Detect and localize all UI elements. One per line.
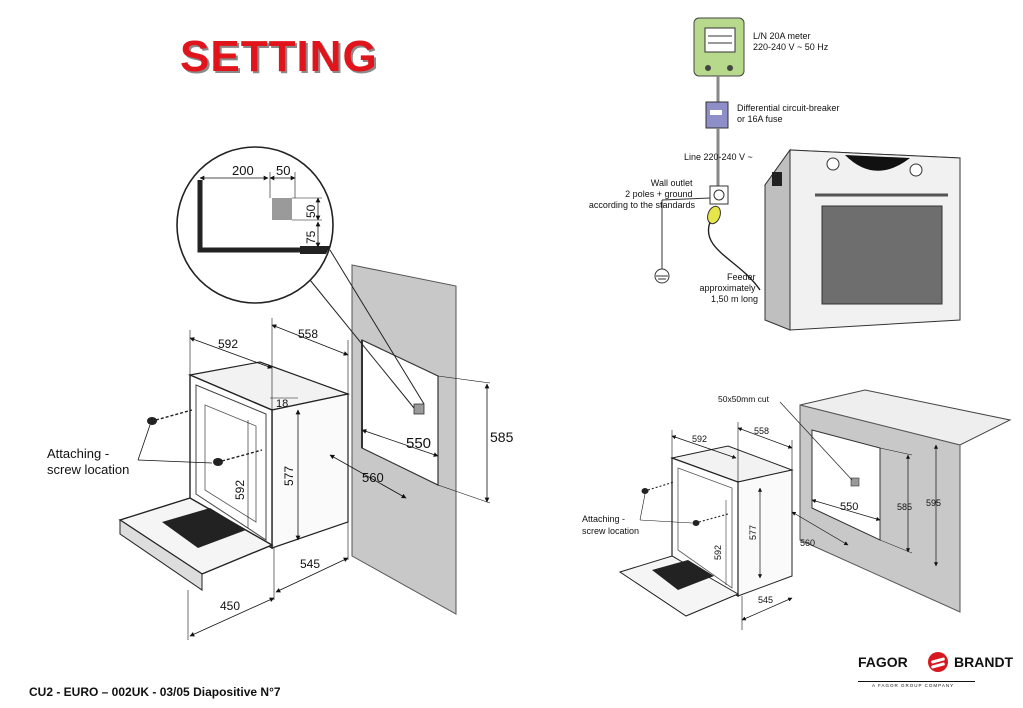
left-screw-top: [147, 409, 193, 425]
slide-title: SETTING: [180, 32, 378, 81]
brand-left: FAGOR: [858, 654, 908, 670]
line-voltage-label: Line 220-240 V ~: [684, 152, 753, 162]
outlet-label-line1: Wall outlet: [651, 178, 693, 188]
dim-75: 75: [304, 230, 318, 244]
left-dim-558: 558: [298, 327, 318, 341]
left-dim-18: 18: [276, 398, 288, 410]
right-screw-label-line1: Attaching -: [582, 514, 625, 524]
dim-50-vertical: 50: [304, 204, 318, 218]
left-dim-550: 550: [406, 435, 431, 452]
left-dim-592-height: 592: [233, 480, 247, 500]
left-dim-560: 560: [362, 470, 384, 485]
feeder-label-line2: approximately: [699, 283, 756, 293]
left-dim-592-width: 592: [218, 337, 238, 351]
outlet-label: Wall outlet 2 poles + ground according t…: [589, 178, 696, 210]
left-dim-577: 577: [282, 466, 296, 486]
right-dim-595: 595: [926, 498, 941, 508]
right-dim-558: 558: [754, 426, 769, 436]
left-screw-label-line1: Attaching -: [47, 446, 109, 461]
dim-200: 200: [232, 163, 254, 178]
breaker-label-line1: Differential circuit-breaker: [737, 103, 839, 113]
brand-right: BRANDT: [954, 654, 1014, 670]
left-cabinet-wall: [351, 264, 457, 615]
detail-zoom-circle: 200 50 50 75: [176, 146, 425, 409]
right-dim-592-height: 592: [713, 545, 723, 560]
left-dim-545: 545: [300, 557, 320, 571]
feeder-label: Feeder approximately 1,50 m long: [699, 272, 758, 304]
right-dim-592-width: 592: [692, 434, 707, 444]
right-dim-545: 545: [758, 595, 773, 605]
feeder-label-line3: 1,50 m long: [711, 294, 758, 304]
breaker-label-line2: or 16A fuse: [737, 114, 783, 124]
left-dim-450: 450: [220, 599, 240, 613]
brand-divider: [858, 681, 975, 682]
outlet-label-line2: 2 poles + ground: [625, 189, 692, 199]
left-screw-label: Attaching - screw location: [47, 446, 129, 477]
brand-mark-icon: [928, 652, 948, 672]
meter-label-line2: 220-240 V ~ 50 Hz: [753, 42, 829, 52]
left-dim-585: 585: [490, 429, 514, 445]
right-dim-560: 560: [800, 538, 815, 548]
electrical-diagram: L/N 20A meter 220-240 V ~ 50 Hz Differen…: [589, 17, 961, 331]
fagor-brandt-logo: FAGOR BRANDT A FAGOR GROUP COMPANY: [858, 652, 1013, 692]
left-oven: 592 558 18 577 592 545 450 550 560 585 A…: [47, 318, 514, 640]
slide-footer: CU2 - EURO – 002UK - 03/05 Diapositive N…: [29, 685, 281, 699]
left-cut-mark: [413, 403, 425, 415]
right-dim-585: 585: [897, 502, 912, 512]
right-dim-577: 577: [748, 525, 758, 540]
right-dim-550: 550: [840, 501, 858, 513]
feeder-label-line1: Feeder: [727, 272, 756, 282]
right-screw-label-line2: screw location: [582, 526, 639, 536]
meter-label: L/N 20A meter 220-240 V ~ 50 Hz: [753, 31, 829, 52]
left-screw-label-line2: screw location: [47, 462, 129, 477]
dim-50-horizontal: 50: [276, 163, 290, 178]
left-screw-bottom: [213, 449, 263, 466]
breaker-label: Differential circuit-breaker or 16A fuse: [737, 103, 842, 124]
right-installation: 50x50mm cut 592 558 577 592 545 560 550 …: [582, 389, 1012, 630]
right-screw-label: Attaching - screw location: [582, 514, 639, 536]
right-cut-label: 50x50mm cut: [718, 394, 770, 404]
meter-label-line1: L/N 20A meter: [753, 31, 811, 41]
outlet-label-line3: according to the standards: [589, 200, 696, 210]
brand-tagline: A FAGOR GROUP COMPANY: [872, 683, 955, 688]
